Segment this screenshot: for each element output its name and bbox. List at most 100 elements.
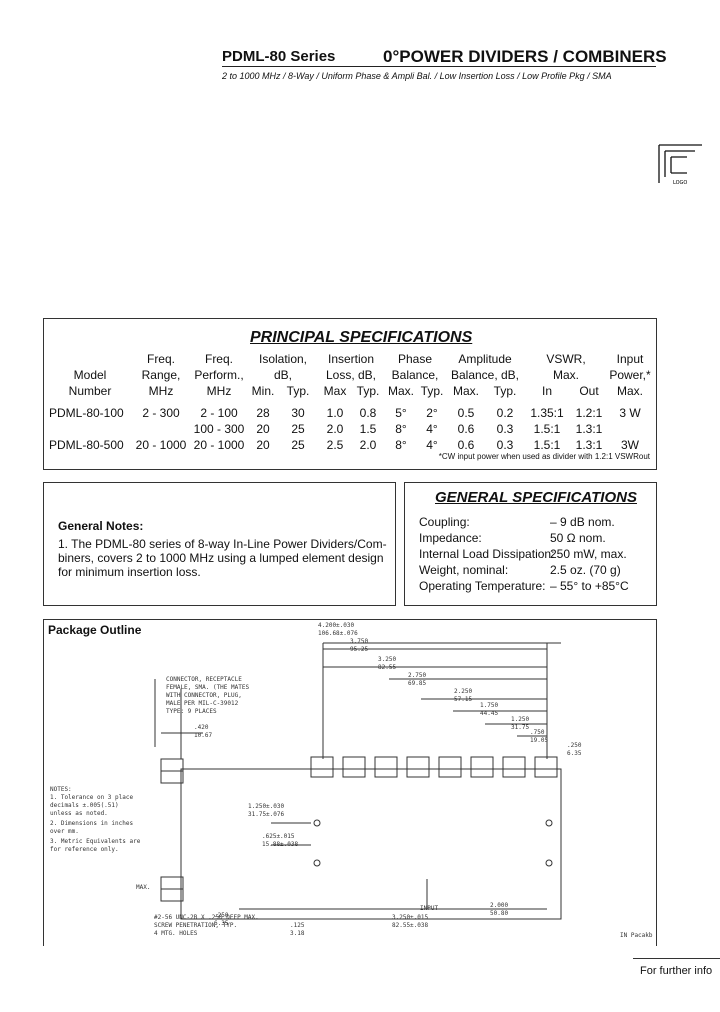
dimension-label: 1.250±.030 bbox=[248, 803, 285, 810]
header-cell: Input bbox=[616, 352, 644, 366]
general-specs-panel: GENERAL SPECIFICATIONS Coupling: – 9 dB … bbox=[404, 482, 657, 606]
principal-specs-table: Freq. Freq. Isolation, Insertion Phase A… bbox=[48, 351, 652, 453]
header-cell: Model bbox=[73, 368, 107, 382]
table-cell: 3 W bbox=[619, 406, 641, 420]
svg-text:LOGO: LOGO bbox=[673, 180, 687, 185]
table-cell: 1.3:1 bbox=[575, 438, 603, 452]
header-cell bbox=[48, 351, 132, 367]
header-cell: Max. bbox=[552, 368, 579, 382]
header-cell: Max. bbox=[616, 384, 643, 398]
header-cell: Typ. bbox=[356, 384, 380, 398]
general-specs-title: GENERAL SPECIFICATIONS bbox=[435, 489, 637, 506]
table-cell: 1.2:1 bbox=[575, 406, 603, 420]
dimension-label: 2.250 bbox=[454, 688, 473, 695]
max-label: MAX. bbox=[136, 884, 151, 891]
table-cell bbox=[608, 421, 652, 437]
dimension-label: 6.35 bbox=[214, 920, 229, 927]
connector-note: MALE PER MIL-C-39012 bbox=[166, 700, 239, 707]
general-notes-heading: General Notes: bbox=[58, 519, 144, 533]
header-cell: Amplitude bbox=[458, 352, 512, 366]
table-cell: 0.3 bbox=[496, 438, 514, 452]
table-row: 100 - 300 20 25 2.0 1.5 8° 4° 0.6 0.3 1.… bbox=[48, 421, 652, 437]
table-cell: 2.0 bbox=[359, 438, 377, 452]
header-cell: VSWR, bbox=[546, 352, 586, 366]
table-cell: 25 bbox=[291, 422, 305, 436]
general-notes-line: for minimum insertion loss. bbox=[58, 565, 201, 579]
table-cell: 1.3:1 bbox=[575, 422, 603, 436]
header-cell: Power,* bbox=[609, 368, 651, 382]
dimension-label: 82.55±.038 bbox=[392, 922, 429, 929]
table-cell: 8° bbox=[395, 438, 407, 452]
general-notes-line: 1. The PDML-80 series of 8-way In-Line P… bbox=[58, 537, 387, 551]
dimension-label: .125 bbox=[290, 922, 305, 929]
table-cell: 28 bbox=[256, 406, 270, 420]
table-cell: 0.3 bbox=[496, 422, 514, 436]
spec-value: 50 Ω nom. bbox=[550, 531, 606, 545]
principal-specs-panel: PRINCIPAL SPECIFICATIONS Freq. Freq. Iso… bbox=[43, 318, 657, 470]
header-cell: Phase bbox=[397, 352, 433, 366]
dimension-label: .625±.015 bbox=[262, 833, 295, 840]
page-title: 0°POWER DIVIDERS / COMBINERS bbox=[383, 47, 667, 66]
package-drawing bbox=[154, 642, 562, 920]
table-cell: 2.5 bbox=[326, 438, 344, 452]
header-cell: Typ. bbox=[286, 384, 310, 398]
table-cell: 0.2 bbox=[496, 406, 514, 420]
table-cell: 1.5 bbox=[359, 422, 377, 436]
table-cell: 25 bbox=[291, 438, 305, 452]
drawing-note: decimals ±.005(.51) bbox=[50, 802, 119, 809]
header-cell: Max. bbox=[452, 384, 479, 398]
drawing-note: 3. Metric Equivalents are bbox=[50, 838, 141, 845]
table-cell: 4° bbox=[426, 438, 438, 452]
header-rule bbox=[222, 66, 656, 67]
header-cell: Typ. bbox=[493, 384, 517, 398]
header-cell: Max bbox=[323, 384, 347, 398]
table-cell: 20 bbox=[256, 438, 270, 452]
side-tag: IN Pacakb bbox=[620, 932, 653, 939]
table-cell: PDML-80-500 bbox=[49, 438, 124, 452]
dimension-label: 3.250 bbox=[378, 656, 397, 663]
header-cell: Loss, dB, bbox=[325, 368, 377, 382]
table-cell: 20 - 1000 bbox=[193, 438, 245, 452]
table-cell: 2 - 300 bbox=[142, 406, 180, 420]
spec-value: 2.5 oz. (70 g) bbox=[550, 563, 621, 577]
package-outline-panel: Package Outline bbox=[43, 619, 657, 946]
header-cell: Typ. bbox=[420, 384, 444, 398]
spec-label: Operating Temperature: bbox=[419, 579, 546, 593]
general-notes-panel: General Notes: 1. The PDML-80 series of … bbox=[43, 482, 396, 606]
header-cell: Number bbox=[68, 384, 112, 398]
dimension-label: 3.750 bbox=[350, 638, 369, 645]
dimension-label: 57.15 bbox=[454, 696, 473, 703]
dimension-label: 3.18 bbox=[290, 930, 305, 937]
header-cell: Isolation, bbox=[258, 352, 308, 366]
table-cell: 20 bbox=[256, 422, 270, 436]
table-cell: PDML-80-100 bbox=[49, 406, 124, 420]
dimension-label: .750 bbox=[530, 729, 545, 736]
table-cell: 0.8 bbox=[359, 406, 377, 420]
principal-specs-title: PRINCIPAL SPECIFICATIONS bbox=[250, 329, 473, 346]
dimension-label: 15.88±.038 bbox=[262, 841, 299, 848]
table-cell: 1.0 bbox=[326, 406, 344, 420]
header-cell: In bbox=[541, 384, 552, 398]
drawing-note: for reference only. bbox=[50, 846, 119, 853]
table-cell: 3W bbox=[621, 438, 639, 452]
header-row-3: Number MHz MHz Min. Typ. Max Typ. Max. T… bbox=[48, 383, 652, 399]
connector-note: FEMALE, SMA. (THE MATES bbox=[166, 684, 250, 691]
drawing-note: unless as noted. bbox=[50, 810, 108, 817]
dimension-label: 50.80 bbox=[490, 910, 509, 917]
table-cell bbox=[132, 421, 190, 437]
table-cell: 2.0 bbox=[326, 422, 344, 436]
footer-rule bbox=[633, 958, 720, 959]
spec-label: Impedance: bbox=[419, 531, 482, 545]
dimension-label: 44.45 bbox=[480, 710, 499, 717]
screw-note: #2-56 UNC-2B X .250 DEEP MAX. bbox=[154, 914, 259, 921]
header-cell: dB, bbox=[273, 368, 292, 382]
table-cell: 8° bbox=[395, 422, 407, 436]
spec-value: 250 mW, max. bbox=[550, 547, 627, 561]
table-cell: 2° bbox=[426, 406, 438, 420]
footer-further-info: For further info bbox=[640, 965, 713, 977]
company-logo: LOGO bbox=[655, 143, 703, 185]
table-cell: 20 - 1000 bbox=[135, 438, 187, 452]
drawing-note: 1. Tolerance on 3 place bbox=[50, 794, 134, 801]
drawing-note: over mm. bbox=[50, 828, 79, 835]
dimension-label: .250 bbox=[214, 912, 229, 919]
